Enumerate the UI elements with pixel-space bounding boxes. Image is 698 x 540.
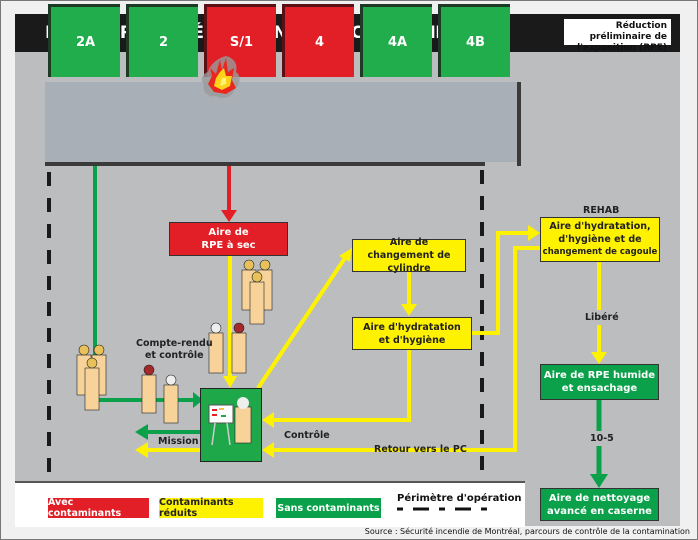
cleaning-area: Aire de nettoyage avancé en caserne bbox=[540, 488, 659, 521]
perimeter-label: Périmètre d'opération bbox=[397, 493, 522, 504]
box-line: Aire de RPE humide bbox=[543, 370, 656, 381]
sector-label: 2 bbox=[158, 34, 169, 50]
yellow-arrowhead bbox=[262, 442, 274, 458]
rpe-definition-note: Réduction préliminaire de l'exposition (… bbox=[564, 19, 671, 53]
yellow-arrowhead bbox=[591, 352, 607, 364]
firefighter-icon bbox=[208, 322, 247, 374]
debrief-line1: Compte-rendu bbox=[136, 338, 213, 349]
yellow-arrowhead bbox=[528, 225, 540, 241]
yellow-arrowhead bbox=[135, 442, 148, 458]
green-arrowhead bbox=[135, 424, 148, 440]
sector-label: S/1 bbox=[229, 34, 254, 50]
firefighter-icon bbox=[241, 259, 273, 325]
sector-4b: 4B bbox=[438, 4, 510, 77]
firefighter-icon bbox=[141, 364, 179, 424]
sector-row bbox=[45, 82, 521, 162]
yellow-rehab-to-pc bbox=[270, 246, 540, 452]
rpe-note-line1: Réduction préliminaire de bbox=[589, 21, 667, 42]
green-arrowhead bbox=[193, 392, 203, 408]
yellow-arrowhead bbox=[223, 376, 237, 388]
box-line: d'hygiène et de bbox=[558, 234, 642, 245]
sector-base-line bbox=[45, 162, 485, 166]
legend: Avec contaminants Contaminants réduits S… bbox=[15, 481, 525, 527]
whiteboard-icon bbox=[208, 397, 252, 446]
legend-clean: Sans contaminants bbox=[276, 498, 381, 518]
code-label: 10-5 bbox=[590, 431, 614, 446]
box-line: Aire de bbox=[389, 237, 429, 248]
firefighter-icon bbox=[76, 344, 107, 411]
yellow-cp-to-cylinder bbox=[256, 256, 347, 390]
legend-contaminated: Avec contaminants bbox=[48, 497, 149, 519]
rehab-title: REHAB bbox=[583, 205, 620, 216]
box-line: changement de cagoule bbox=[542, 247, 658, 257]
hydration-area: Aire d'hydratation et d'hygiène bbox=[352, 317, 472, 350]
sector-side-line bbox=[517, 82, 521, 166]
sector-4a: 4A bbox=[360, 4, 432, 77]
box-line: et ensachage bbox=[561, 383, 638, 394]
dashed-line-icon bbox=[397, 507, 497, 511]
yellow-hydration-to-rehab bbox=[472, 231, 530, 335]
fire-icon bbox=[201, 56, 240, 98]
sector-label: 2A bbox=[75, 34, 96, 50]
source-caption: Source : Sécurité incendie de Montréal, … bbox=[364, 527, 690, 536]
box-line: Aire d'hydratation, bbox=[549, 221, 651, 232]
box-line: changement de cylindre bbox=[367, 250, 451, 274]
rpe-note-line2: l'exposition (RPE) bbox=[577, 43, 667, 53]
released-label: Libéré bbox=[585, 310, 619, 325]
yellow-arrowhead bbox=[401, 304, 417, 316]
wet-rpe-area: Aire de RPE humide et ensachage bbox=[540, 364, 659, 400]
sector-2: 2 bbox=[126, 4, 198, 77]
legend-perimeter: Périmètre d'opération bbox=[397, 493, 522, 517]
green-arrowhead bbox=[590, 474, 608, 488]
return-pc-label: Retour vers le PC bbox=[374, 444, 467, 455]
sector-label: 4A bbox=[387, 34, 408, 50]
dry-rpe-area: Aire de RPE à sec bbox=[169, 222, 288, 256]
sector-label: 4 bbox=[314, 34, 325, 50]
rehab-area: Aire d'hydratation, d'hygiène et de chan… bbox=[540, 217, 660, 262]
box-line: et d'hygiène bbox=[378, 334, 446, 346]
debrief-label: Compte-rendu et contrôle bbox=[136, 338, 213, 362]
legend-reduced: Contaminants réduits bbox=[159, 497, 263, 519]
mission-label: Mission bbox=[158, 436, 199, 447]
box-line: RPE à sec bbox=[201, 240, 256, 251]
yellow-hydration-to-cp bbox=[270, 350, 411, 422]
command-post bbox=[200, 388, 262, 462]
red-arrowhead bbox=[221, 210, 237, 222]
box-line: Aire de bbox=[208, 227, 249, 238]
control-label: Contrôle bbox=[284, 430, 330, 441]
sector-4: 4 bbox=[282, 4, 354, 77]
sector-2a: 2A bbox=[48, 4, 120, 77]
debrief-line2: et contrôle bbox=[144, 350, 204, 361]
sector-label: 4B bbox=[466, 34, 485, 50]
box-line: Aire d'hydratation bbox=[363, 321, 461, 333]
box-line: Aire de nettoyage bbox=[548, 492, 651, 504]
cylinder-change-area: Aire de changement de cylindre bbox=[352, 237, 466, 274]
yellow-arrowhead bbox=[339, 248, 352, 262]
box-line: avancé en caserne bbox=[547, 505, 652, 517]
yellow-arrowhead bbox=[262, 412, 274, 428]
